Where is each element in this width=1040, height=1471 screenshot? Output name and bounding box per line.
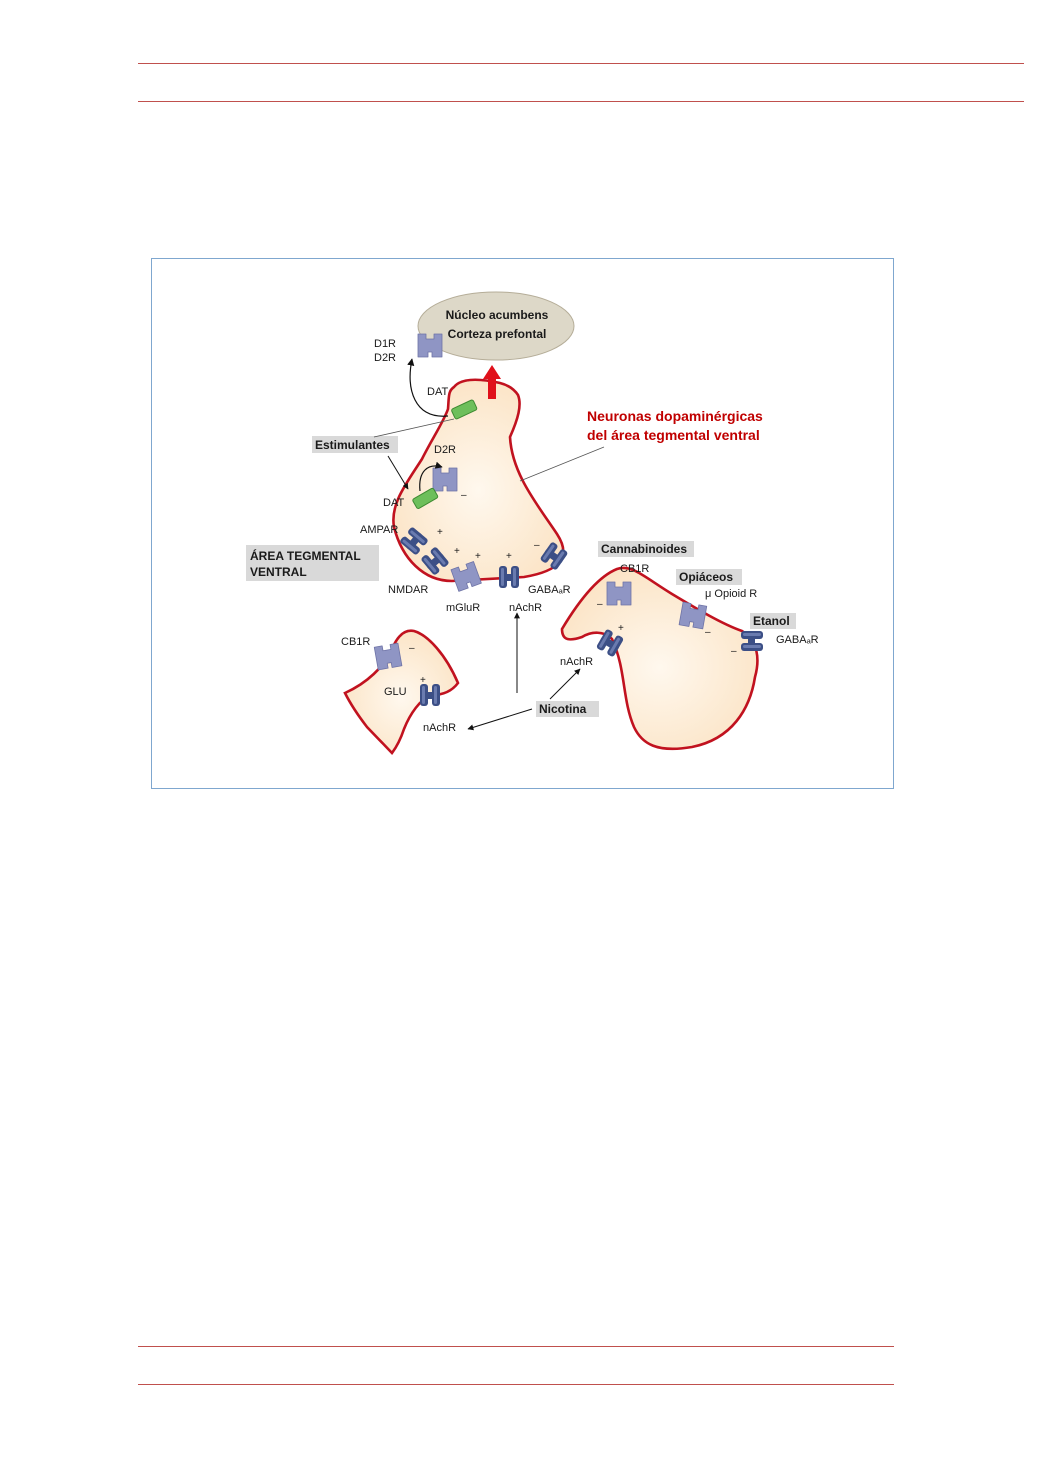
nicotine-arrow-to-gaba xyxy=(549,668,581,700)
target-ellipse xyxy=(417,291,575,361)
footer-rule-bottom xyxy=(138,1384,894,1385)
cannabinoids-label: Cannabinoides xyxy=(601,542,687,556)
cb1r-glu-label: CB1R xyxy=(341,636,370,648)
region-label-line1: ÁREA TEGMENTAL xyxy=(250,548,361,563)
figure-frame: Núcleo acumbens Corteza prefontal D1R D2… xyxy=(151,258,894,789)
gabaar-gaba-sign: – xyxy=(731,646,737,657)
region-label-line2: VENTRAL xyxy=(250,565,307,579)
dat-mid-transporter xyxy=(412,487,439,509)
nmdar-sign: + xyxy=(454,546,460,557)
cb1r-glu-receptor xyxy=(373,642,403,671)
cb1r-gaba-label: CB1R xyxy=(620,563,649,575)
d2r-feedback-arrow xyxy=(419,461,443,492)
cb1r-glu-sign: – xyxy=(409,643,415,654)
dopamine-reward-diagram: Núcleo acumbens Corteza prefontal D1R D2… xyxy=(246,291,819,756)
opiates-label-box xyxy=(676,569,742,585)
nmdar-label: NMDAR xyxy=(388,584,428,596)
neuron-title-line2: del área tegmental ventral xyxy=(587,427,760,443)
stimulants-arrow-to-dat-top xyxy=(373,418,455,438)
mu-opioid-label: μ Opioid R xyxy=(705,588,757,600)
target-label-line2: Corteza prefontal xyxy=(448,327,547,341)
target-label-line1: Núcleo acumbens xyxy=(446,308,549,322)
nachr-da-label: nAchR xyxy=(509,602,542,614)
nachr-gaba-label: nAchR xyxy=(560,656,593,668)
stimulants-arrow-to-dat-mid xyxy=(387,455,409,490)
nicotine-arrow-to-glu xyxy=(467,708,533,731)
dopamine-reuptake-arrow xyxy=(407,358,449,417)
neuron-title-line1: Neuronas dopaminérgicas xyxy=(587,408,763,424)
region-label-box xyxy=(246,545,379,581)
stimulants-label: Estimulantes xyxy=(315,438,390,452)
ampar-sign: + xyxy=(437,527,443,538)
dat-mid-label: DAT xyxy=(383,497,404,509)
header-rule-top xyxy=(138,63,1024,64)
dat-top-transporter xyxy=(451,399,478,420)
title-leader-line xyxy=(519,446,605,482)
mglur-sign: + xyxy=(475,551,481,562)
d2r-auto-sign: – xyxy=(461,490,467,501)
nachr-da-sign: + xyxy=(506,551,512,562)
mglur-label: mGluR xyxy=(446,602,480,614)
nachr-gaba-sign: + xyxy=(618,623,624,634)
nachr-glu-sign: + xyxy=(420,675,426,686)
stimulants-label-box xyxy=(312,436,398,453)
gabaar-da-label: GABAₐR xyxy=(528,584,571,596)
mu-opioid-sign: – xyxy=(705,627,711,638)
glu-label: GLU xyxy=(384,686,407,698)
cb1r-gaba-sign: – xyxy=(597,599,603,610)
header-rule-bottom xyxy=(138,101,1024,102)
nachr-glu-label: nAchR xyxy=(423,722,456,734)
ethanol-label-box xyxy=(750,613,796,629)
dat-top-label: DAT xyxy=(427,386,448,398)
d2r-auto-label: D2R xyxy=(434,444,456,456)
d1r-label: D1R xyxy=(374,338,396,350)
dopamine-release-arrow xyxy=(483,365,501,399)
footer-rule-top xyxy=(138,1346,894,1347)
ethanol-label: Etanol xyxy=(753,614,790,628)
nicotine-label: Nicotina xyxy=(539,702,587,716)
d2r-post-label: D2R xyxy=(374,352,396,364)
opiates-label: Opiáceos xyxy=(679,570,733,584)
cannabinoids-label-box xyxy=(598,541,694,557)
ampar-label: AMPAR xyxy=(360,524,398,536)
gabaar-gaba-label: GABAₐR xyxy=(776,634,819,646)
gabaar-da-sign: – xyxy=(534,540,540,551)
nicotine-label-box xyxy=(536,701,599,717)
